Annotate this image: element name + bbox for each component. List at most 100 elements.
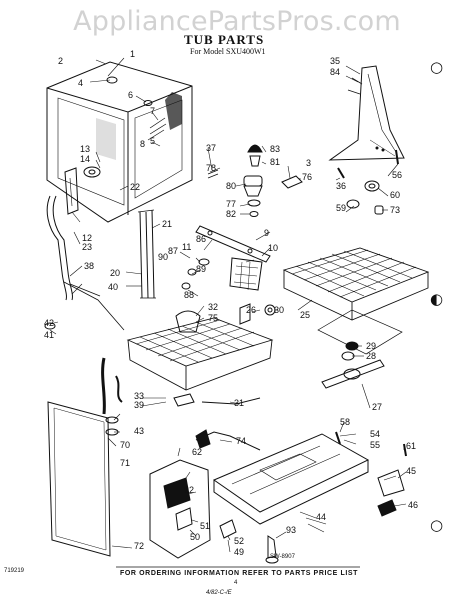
rack-rail xyxy=(195,225,271,263)
right-small-parts xyxy=(335,431,407,517)
callout-46: 46 xyxy=(408,500,419,510)
callout-leaders xyxy=(49,57,407,553)
callout-62: 62 xyxy=(192,447,203,457)
callout-26: 26 xyxy=(246,305,257,315)
callout-11: 11 xyxy=(182,242,192,252)
callout-51: 51 xyxy=(200,521,211,531)
callout-61: 61 xyxy=(406,441,417,451)
vent-and-drain-parts xyxy=(46,167,125,331)
callout-76: 76 xyxy=(302,172,313,182)
callout-35: 35 xyxy=(330,56,341,66)
binder-hole-top-icon: ○ xyxy=(430,58,444,76)
silverware-basket xyxy=(181,257,263,291)
callout-72: 72 xyxy=(134,541,145,551)
callout-89: 89 xyxy=(196,264,207,274)
callout-50: 50 xyxy=(190,532,201,542)
door-panel xyxy=(47,401,111,557)
wash-arm-hub-parts xyxy=(207,144,303,217)
callout-74: 74 xyxy=(236,436,247,446)
drawing-code: SW-8907 xyxy=(270,554,295,560)
callout-44: 44 xyxy=(316,512,327,522)
binder-hole-middle-icon: ◐ xyxy=(430,290,444,308)
callout-14: 14 xyxy=(80,154,91,164)
callout-38: 38 xyxy=(84,261,95,271)
callout-58: 58 xyxy=(340,417,351,427)
callout-43: 43 xyxy=(134,426,145,436)
callout-30: 30 xyxy=(274,305,285,315)
callout-5: 5 xyxy=(150,136,156,146)
ordering-note: FOR ORDERING INFORMATION REFER TO PARTS … xyxy=(120,570,359,577)
callout-37: 37 xyxy=(206,143,217,153)
callout-40: 40 xyxy=(108,282,119,292)
callout-33: 33 xyxy=(134,391,145,401)
left-hoses xyxy=(44,322,123,436)
callout-83: 83 xyxy=(270,144,281,154)
callout-80: 80 xyxy=(226,181,237,191)
callout-6: 6 xyxy=(128,90,134,100)
callout-90: 90 xyxy=(158,252,169,262)
callout-81: 81 xyxy=(270,157,281,167)
callout-23: 23 xyxy=(82,242,93,252)
callout-25: 25 xyxy=(300,310,311,320)
document-code: 719219 xyxy=(4,568,25,574)
callout-54: 54 xyxy=(370,429,381,439)
callout-42: 42 xyxy=(44,318,55,328)
callout-55: 55 xyxy=(370,440,381,450)
callout-36: 36 xyxy=(336,181,347,191)
callout-31: 31 xyxy=(234,398,245,408)
callout-29: 29 xyxy=(366,341,377,351)
callout-41: 41 xyxy=(44,330,55,340)
page-number: 4 xyxy=(234,580,238,586)
callout-12: 12 xyxy=(82,233,93,243)
callout-9: 9 xyxy=(264,228,270,238)
page-title: TUB PARTS xyxy=(184,32,265,47)
callout-21: 21 xyxy=(162,219,173,229)
callout-92: 92 xyxy=(184,485,195,495)
callout-22: 22 xyxy=(130,182,141,192)
lower-rack xyxy=(126,317,274,391)
callout-49: 49 xyxy=(234,547,245,557)
callout-39: 39 xyxy=(134,400,145,410)
callout-8: 8 xyxy=(140,139,146,149)
callout-10: 10 xyxy=(268,243,279,253)
callout-77: 77 xyxy=(226,199,237,209)
control-bracket xyxy=(149,459,237,559)
callout-84: 84 xyxy=(330,67,341,77)
upper-rack xyxy=(282,247,430,321)
callout-60: 60 xyxy=(390,190,401,200)
rack-support-bracket xyxy=(328,65,405,161)
binder-hole-bottom-icon: ○ xyxy=(430,516,444,534)
callout-88: 88 xyxy=(184,290,195,300)
callout-70: 70 xyxy=(120,440,131,450)
callout-59: 59 xyxy=(336,203,347,213)
fill-tubes xyxy=(137,209,156,299)
callout-20: 20 xyxy=(110,268,121,278)
base-frame xyxy=(212,433,370,564)
handwritten-note: 4/82-C-/E xyxy=(206,590,232,596)
callout-4: 4 xyxy=(78,78,84,88)
callout-28: 28 xyxy=(366,351,377,361)
callout-93: 93 xyxy=(286,525,297,535)
callout-82: 82 xyxy=(226,209,237,219)
callout-87: 87 xyxy=(168,246,179,256)
lower-spray-arm xyxy=(317,309,403,389)
callout-56: 56 xyxy=(392,170,403,180)
heater-and-wire xyxy=(173,393,261,451)
callout-45: 45 xyxy=(406,466,417,476)
callout-78: 78 xyxy=(206,163,217,173)
callout-7: 7 xyxy=(150,106,156,116)
callout-2: 2 xyxy=(58,56,64,66)
callout-27: 27 xyxy=(372,402,383,412)
tub-assembly xyxy=(46,61,193,223)
callout-73: 73 xyxy=(390,205,401,215)
callout-32: 32 xyxy=(208,302,219,312)
center-small-parts xyxy=(175,303,276,333)
callout-3: 3 xyxy=(306,158,312,168)
callout-1: 1 xyxy=(130,49,136,59)
model-line: For Model SXU400W1 xyxy=(190,47,266,56)
callout-71: 71 xyxy=(120,458,131,468)
callout-75: 75 xyxy=(208,313,219,323)
callout-13: 13 xyxy=(80,144,91,154)
